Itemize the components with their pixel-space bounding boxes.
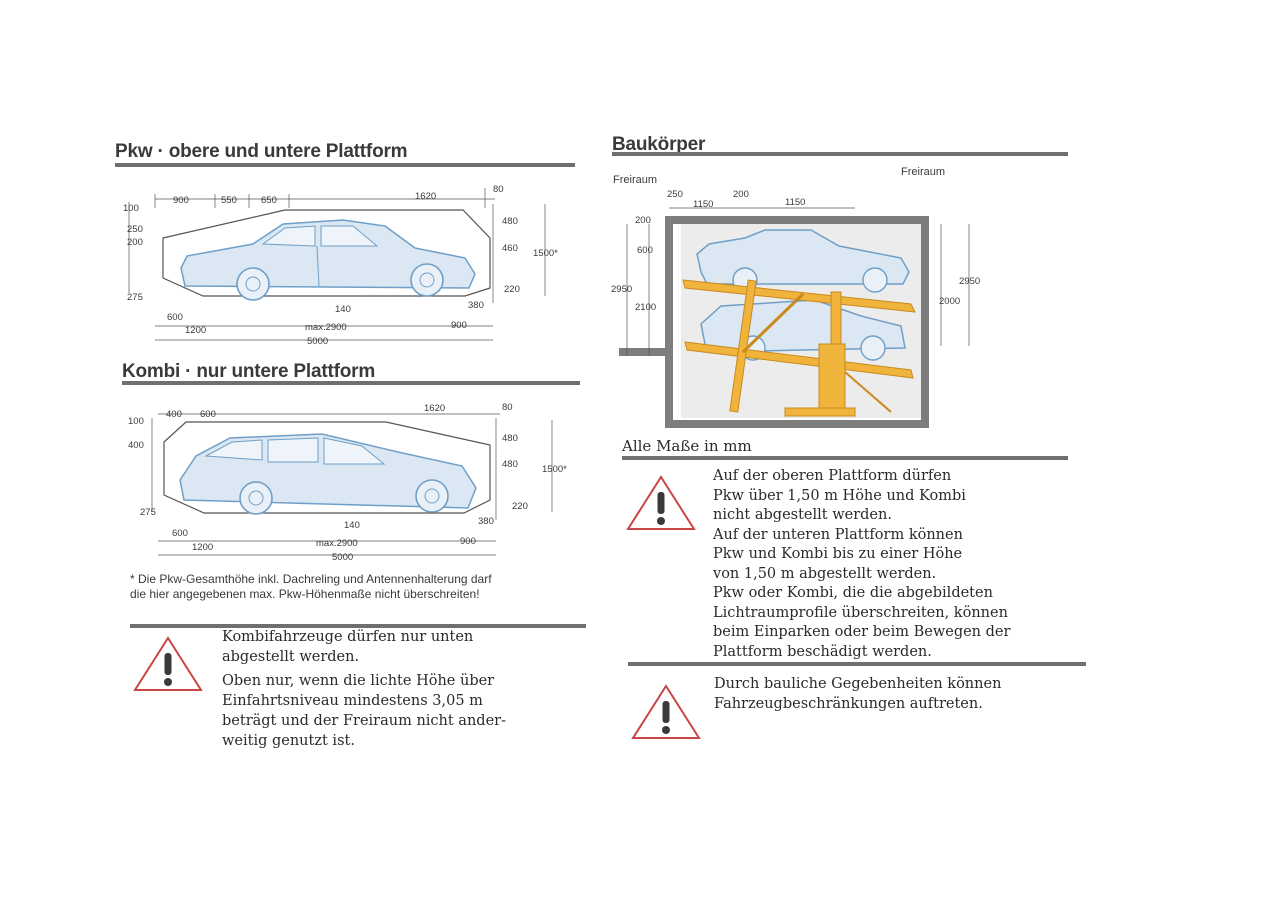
pit-dim-left-2: 600 [637, 245, 653, 256]
pkw-dim-top-3: 650 [261, 195, 277, 206]
pkw-dim-left-2: 250 [127, 224, 143, 235]
pit-dim-left-4: 2100 [635, 302, 656, 313]
kombi-dim-bottom-5: 5000 [332, 552, 353, 563]
pit-dim-right-2: 2000 [939, 296, 960, 307]
kombi-car-drawing [179, 433, 477, 515]
freiraum-right-label: Freiraum [901, 166, 945, 178]
kombi-warning-text: Kombifahrzeuge dürfen nur unten abgestel… [222, 627, 506, 751]
pit-dim-right-1: 2950 [959, 276, 980, 287]
kombi-dim-right-2: 480 [502, 459, 518, 470]
pkw-dim-top-4: 1620 [415, 191, 436, 202]
platform-warning-line-4: Auf der unteren Plattform können [713, 526, 963, 543]
pkw-dim-left-4: 275 [127, 292, 143, 303]
kombi-dim-right-3: 1500* [542, 464, 567, 475]
warning-triangle-icon [631, 684, 701, 739]
platform-warning-line-2: Pkw über 1,50 m Höhe und Kombi [713, 487, 966, 504]
pit-dim-top-4: 1150 [785, 197, 805, 208]
kombi-section-title: Kombi · nur untere Plattform [122, 361, 376, 382]
height-footnote: * Die Pkw-Gesamthöhe inkl. Dachreling un… [130, 572, 492, 602]
kombi-dim-top-4: 80 [502, 402, 513, 413]
kombi-dim-right-5: 380 [478, 516, 494, 527]
footnote-line-2: die hier angegebenen max. Pkw-Höhenmaße … [130, 587, 480, 601]
baukoerper-section-title: Baukörper [612, 134, 706, 155]
building-warning-line-2: Fahrzeugbeschränkungen auftreten. [714, 695, 983, 712]
kombi-title-rule [122, 381, 580, 385]
freiraum-left-label: Freiraum [613, 174, 657, 186]
platform-warning-line-1: Auf der oberen Plattform dürfen [713, 468, 952, 484]
pkw-dim-right-2: 460 [502, 243, 518, 254]
sedan-car-drawing [180, 219, 476, 301]
kombi-dim-bottom-2: 1200 [192, 542, 213, 553]
kombi-dim-left-2: 400 [128, 440, 144, 451]
kombi-dim-left-1: 100 [128, 416, 144, 427]
kombi-warning-line-5: beträgt und der Freiraum nicht ander- [222, 713, 506, 729]
units-caption: Alle Maße in mm [622, 437, 752, 455]
baukoerper-title-rule [612, 152, 1068, 156]
kombi-dim-bottom-1: 600 [172, 528, 188, 539]
kombi-dim-top-2: 600 [200, 409, 216, 420]
platform-warning-line-9: beim Einparken oder beim Bewegen der [713, 624, 1011, 640]
building-warning-text: Durch bauliche Gegebenheiten können Fahr… [714, 675, 1001, 714]
kombi-warning-line-6: weitig genutzt ist. [222, 733, 355, 749]
warning-triangle-icon [133, 636, 203, 691]
kombi-dim-right-4: 220 [512, 501, 528, 512]
platform-warning-line-6: von 1,50 m abgestellt werden. [713, 565, 937, 582]
kombi-dim-mid: 140 [344, 520, 360, 531]
pkw-dim-mid: 140 [335, 304, 351, 315]
building-warning-line-1: Durch bauliche Gegebenheiten können [714, 676, 1002, 692]
pkw-dim-bottom-1: 600 [167, 312, 183, 323]
kombi-dim-bottom-3: max.2900 [316, 538, 358, 549]
kombi-dim-bottom-4: 900 [460, 536, 476, 547]
pkw-section-title: Pkw · obere und untere Plattform [115, 141, 408, 162]
kombi-dim-right-1: 480 [502, 433, 518, 444]
pkw-dimension-diagram: 900 550 650 1620 80 100 250 200 275 480 … [123, 184, 558, 347]
pkw-dim-bottom-5: 5000 [307, 336, 328, 347]
platform-warning-line-5: Pkw und Kombi bis zu einer Höhe [713, 546, 963, 562]
platform-structure [682, 279, 916, 417]
pit-dim-top-2: 200 [733, 189, 749, 200]
pkw-title-rule [115, 163, 575, 167]
pkw-dim-bottom-2: 1200 [185, 325, 206, 336]
pkw-dim-top-1: 900 [173, 195, 189, 206]
building-warning-rule [628, 662, 1086, 666]
platform-warning-text: Auf der oberen Plattform dürfen Pkw über… [713, 467, 1010, 662]
pkw-dim-right-5: 380 [468, 300, 484, 311]
platform-warning-line-3: nicht abgestellt werden. [713, 507, 892, 523]
pkw-dim-left-3: 200 [127, 237, 143, 248]
platform-warning-rule [622, 456, 1068, 460]
footnote-line-1: * Die Pkw-Gesamthöhe inkl. Dachreling un… [130, 572, 492, 586]
kombi-dim-left-3: 275 [140, 507, 156, 518]
kombi-warning-line-2: abgestellt werden. [222, 649, 360, 665]
warning-triangle-icon [626, 475, 696, 530]
pit-dim-left-3: 2950 [611, 284, 632, 295]
pit-dim-left-1: 200 [635, 215, 651, 226]
kombi-warning-rule [130, 624, 586, 628]
platform-warning-line-7: Pkw oder Kombi, die die abgebildeten [713, 585, 993, 601]
pkw-dim-right-1: 480 [502, 216, 518, 227]
pkw-dim-right-3: 1500* [533, 248, 558, 259]
pkw-dim-bottom-3: max.2900 [305, 322, 347, 333]
pkw-dim-top-2: 550 [221, 195, 237, 206]
kombi-warning-line-3: Oben nur, wenn die lichte Höhe über [222, 673, 495, 689]
platform-warning-line-8: Lichtraumprofile überschreiten, können [713, 604, 1008, 621]
pkw-dim-top-5: 80 [493, 184, 504, 195]
pit-dim-top-3: 1150 [693, 199, 713, 210]
pkw-dim-bottom-4: 900 [451, 320, 467, 331]
building-pit-diagram: 250 200 1150 1150 Freiraum Freiraum 200 … [611, 166, 980, 428]
kombi-dim-top-1: 400 [166, 409, 182, 420]
kombi-dimension-diagram: 400 600 1620 80 100 400 275 480 480 1500… [128, 402, 567, 563]
platform-warning-line-10: Plattform beschädigt werden. [713, 643, 932, 660]
kombi-dim-top-3: 1620 [424, 403, 445, 414]
pkw-dim-right-4: 220 [504, 284, 520, 295]
kombi-warning-line-4: Einfahrtsniveau mindestens 3,05 m [222, 693, 483, 709]
pit-dim-top-1: 250 [667, 189, 683, 200]
kombi-warning-line-1: Kombifahrzeuge dürfen nur unten [222, 629, 474, 645]
pkw-dim-left-1: 100 [123, 203, 139, 214]
